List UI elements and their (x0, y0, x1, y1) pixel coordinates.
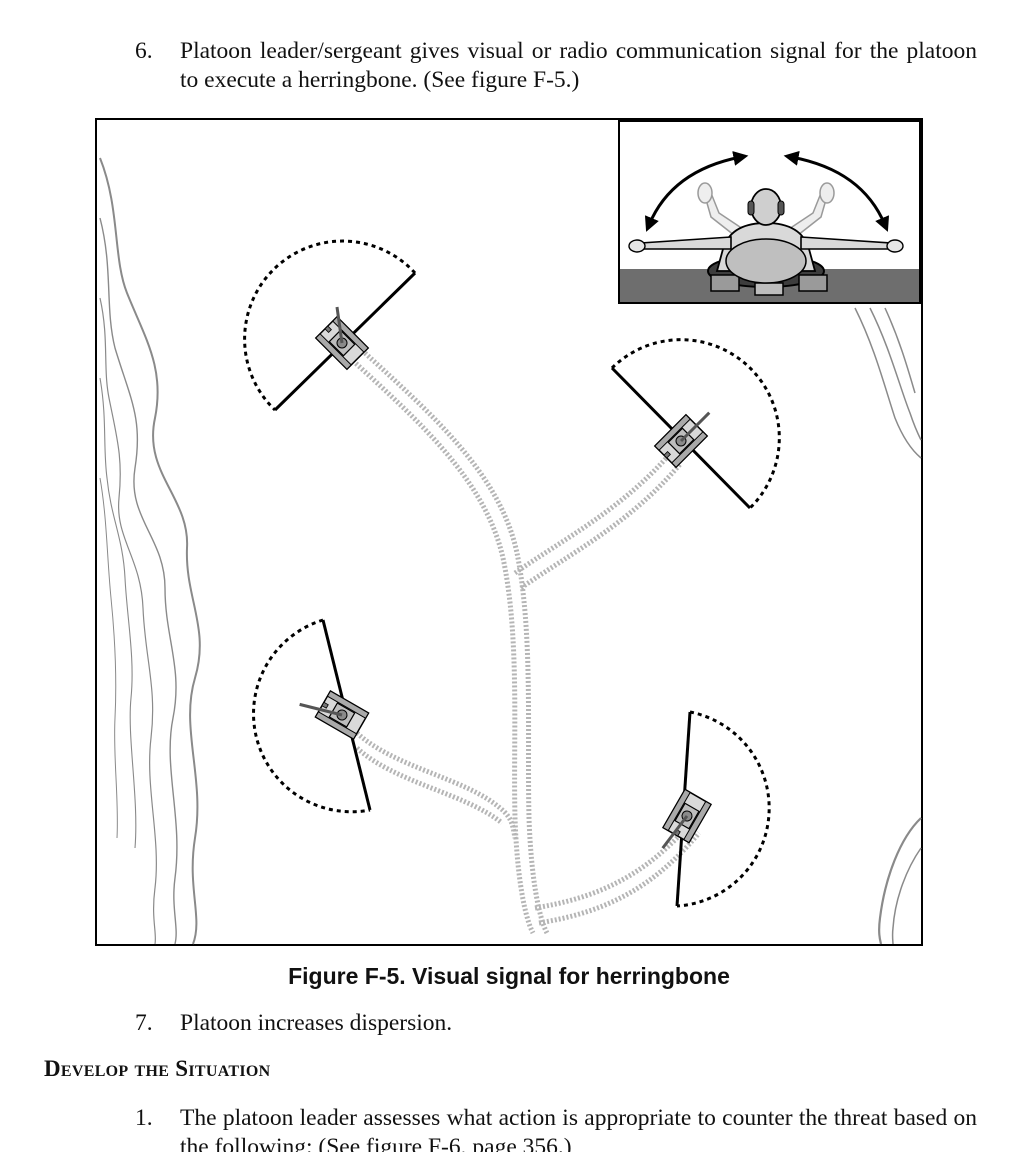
step-number: 1. (135, 1105, 153, 1131)
tank-4 (661, 788, 712, 850)
sector-arc-1 (243, 239, 417, 412)
terrain-right (854, 307, 922, 945)
left-motion-arrow (644, 151, 749, 232)
tank-3 (299, 690, 370, 740)
sector-arc-2 (610, 338, 781, 510)
step-number: 6. (135, 38, 153, 64)
step-7: 7. Platoon increases dispersion. (135, 1009, 977, 1038)
inset-signal (618, 120, 921, 304)
vehicles (299, 306, 712, 850)
step-text: Platoon leader/sergeant gives visual or … (180, 38, 977, 93)
step-text: The platoon leader assesses what action … (180, 1105, 977, 1152)
section-heading: Develop the Situation (44, 1056, 271, 1081)
step-number: 7. (135, 1010, 153, 1036)
sector-arc-4 (676, 710, 771, 908)
tank-1 (315, 306, 369, 370)
tank-2 (654, 411, 711, 468)
step-1: 1. The platoon leader assesses what acti… (135, 1104, 977, 1152)
right-motion-arrow (783, 150, 890, 232)
figure-f5 (95, 118, 923, 946)
step-6: 6. Platoon leader/sergeant gives visual … (135, 37, 977, 95)
step-text: Platoon increases dispersion. (180, 1010, 453, 1036)
figure-caption: Figure F-5. Visual signal for herringbon… (288, 963, 730, 989)
herringbone-illustration (95, 118, 923, 946)
terrain-contours (99, 157, 201, 945)
